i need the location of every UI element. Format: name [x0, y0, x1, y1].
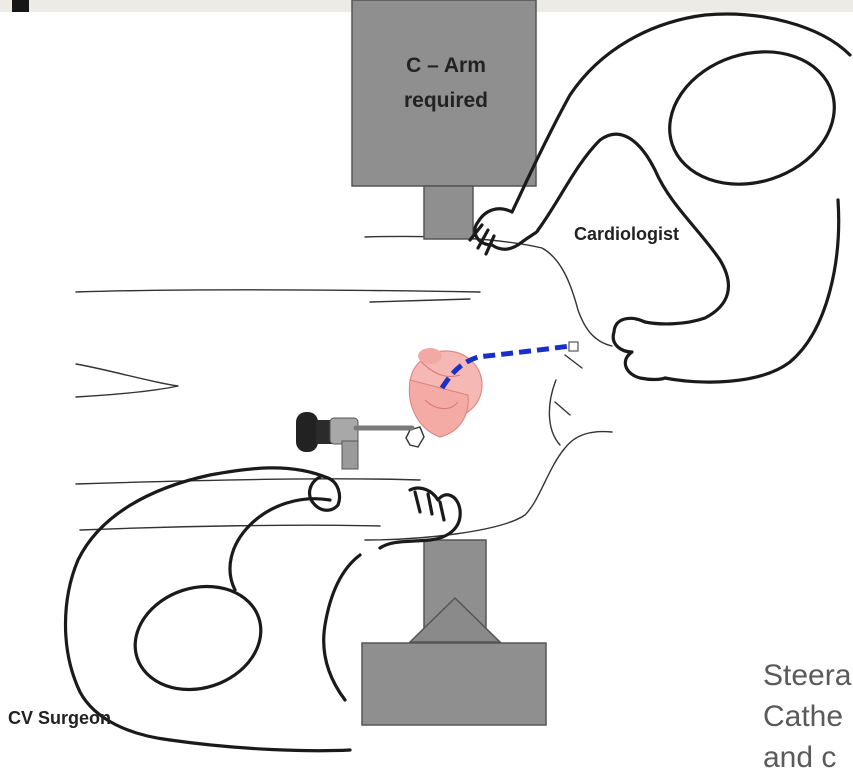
c-arm-label-line1: C – Arm	[356, 54, 536, 78]
c-arm-top-stem	[424, 186, 473, 239]
cardiologist-label: Cardiologist	[574, 224, 679, 245]
side-text-line2: Cathe	[763, 700, 843, 734]
patient-outline	[76, 236, 612, 540]
side-text-line1: Steera	[763, 659, 851, 693]
c-arm-label-line2: required	[356, 89, 536, 113]
side-text-line3: and c	[763, 741, 836, 769]
catheter-tip	[569, 342, 578, 351]
cv-surgeon-label: CV Surgeon	[8, 708, 111, 729]
c-arm-bottom-box	[362, 643, 546, 725]
endoscope-instrument	[296, 412, 412, 469]
